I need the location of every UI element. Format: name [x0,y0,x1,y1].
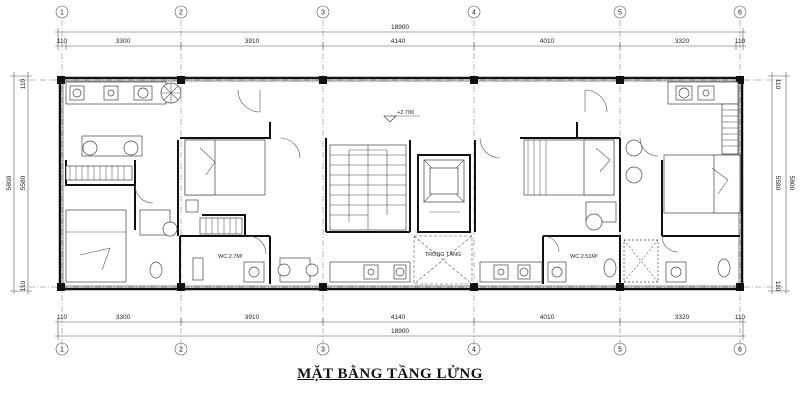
svg-text:110: 110 [20,280,27,291]
svg-text:4: 4 [472,10,476,17]
left-unit-furniture [65,81,319,283]
svg-text:4140: 4140 [391,38,406,45]
svg-text:3910: 3910 [245,314,260,321]
wc-right-label: WC 2.51M² [570,254,598,260]
svg-text:3: 3 [321,10,325,17]
dimension-chain-right: 5580 5800 110 110 [768,72,795,294]
dimension-chain-top: 18900 110 3300 3910 4140 4010 3320 110 [55,24,746,50]
svg-text:3300: 3300 [116,314,131,321]
plan-title: MẶT BẰNG TẦNG LỬNG [0,366,800,383]
svg-text:3300: 3300 [116,38,131,45]
grid-axis-top: 1 2 3 4 5 6 [55,5,747,19]
void-label: TRỐNG TẦNG [425,251,462,258]
elevator-shaft [423,159,465,213]
svg-text:3910: 3910 [245,38,260,45]
svg-text:110: 110 [735,314,746,321]
svg-text:4: 4 [472,347,476,354]
door-swings-right [479,89,679,253]
svg-text:5: 5 [618,10,622,17]
svg-text:110: 110 [774,79,781,90]
svg-text:5800: 5800 [788,176,795,191]
svg-text:3: 3 [321,347,325,354]
plan-title-text: MẶT BẰNG TẦNG LỬNG [297,366,483,382]
svg-text:110: 110 [20,78,27,89]
structural-columns [57,76,744,291]
level-marker: +2.700 [383,110,420,123]
dimension-chain-left: 5800 5580 110 110 [6,72,32,294]
svg-text:4140: 4140 [391,314,406,321]
grid-axis-bottom: 1 2 3 4 5 6 [55,342,747,356]
svg-text:18900: 18900 [391,24,409,31]
svg-text:4010: 4010 [540,314,555,321]
svg-text:6: 6 [738,347,742,354]
right-unit-furniture [523,81,741,283]
svg-text:110: 110 [57,314,68,321]
dimension-chain-bottom: 110 3300 3910 4140 4010 3320 110 18900 [55,314,746,340]
svg-text:110: 110 [57,38,68,45]
door-swings-left [134,89,301,255]
wc-left-label: WC 2.7M² [218,254,243,260]
svg-text:2: 2 [179,10,183,17]
svg-text:110: 110 [735,38,746,45]
level-label: +2.700 [397,110,414,116]
interior-walls [65,122,740,284]
svg-text:5800: 5800 [6,175,13,190]
svg-text:5: 5 [618,347,622,354]
svg-text:3320: 3320 [675,314,690,321]
staircase [329,144,407,231]
svg-text:18900: 18900 [391,328,409,335]
svg-text:3320: 3320 [675,38,690,45]
svg-text:6: 6 [738,10,742,17]
svg-text:110: 110 [774,281,781,292]
svg-text:4010: 4010 [540,38,555,45]
svg-text:2: 2 [179,347,183,354]
void-area: TRỐNG TẦNG [413,235,473,285]
svg-text:1: 1 [60,10,64,17]
svg-text:5580: 5580 [20,175,27,190]
svg-text:1: 1 [60,347,64,354]
center-counters [329,261,543,283]
svg-text:5580: 5580 [774,176,781,191]
